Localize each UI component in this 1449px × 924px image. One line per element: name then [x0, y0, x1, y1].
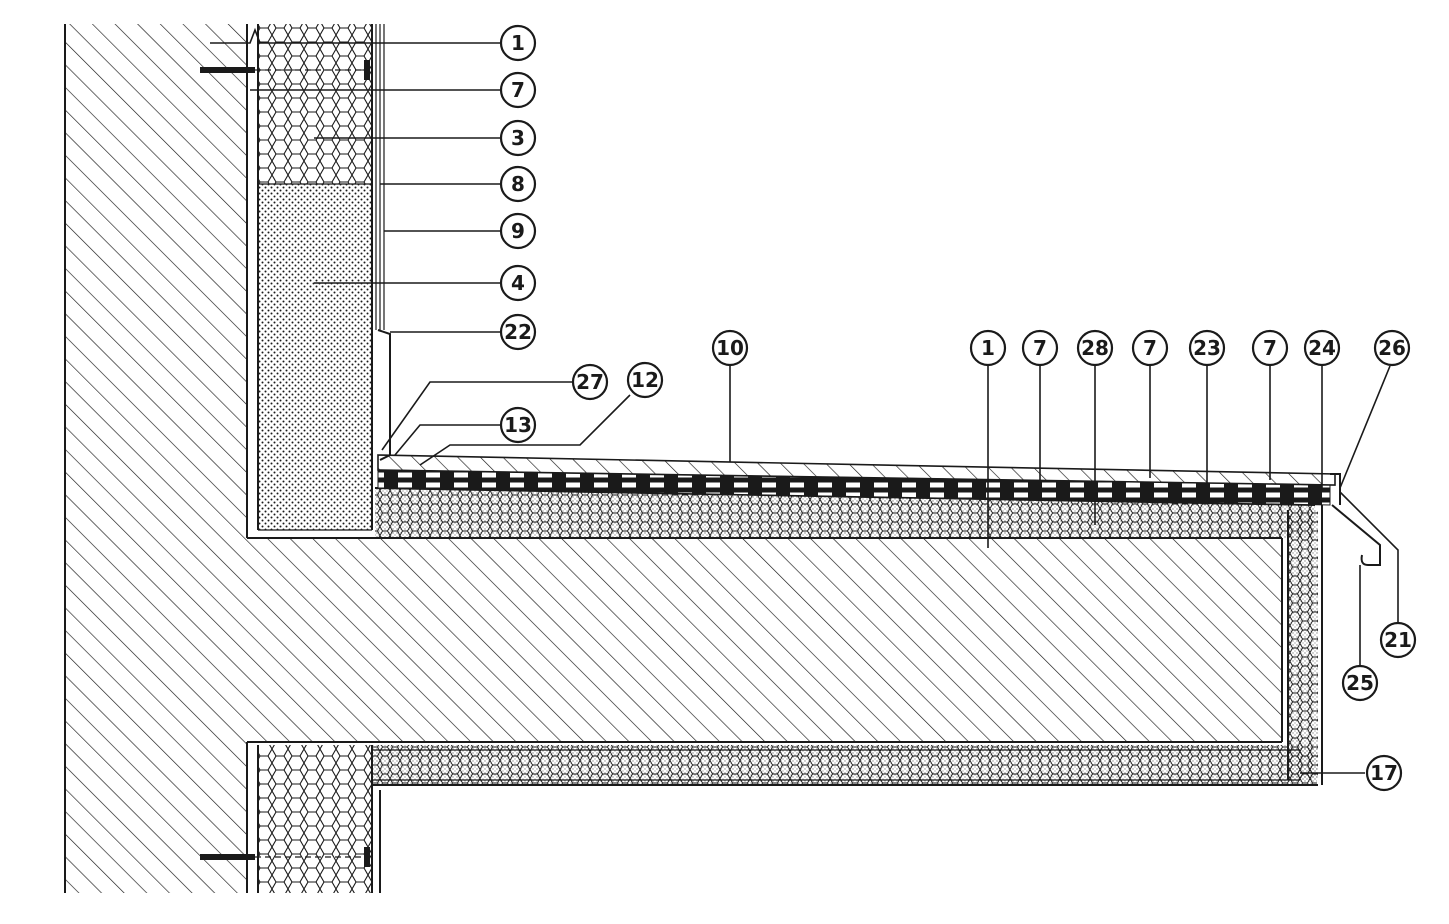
- callout-label: 1: [511, 31, 525, 55]
- callout-28: 28: [1076, 329, 1114, 367]
- callout-9: 9: [499, 212, 537, 250]
- callout-label: 22: [504, 320, 532, 344]
- callout-label: 13: [504, 413, 532, 437]
- callout-label: 3: [511, 126, 525, 150]
- callout-label: 10: [716, 336, 744, 360]
- callout-label: 28: [1081, 336, 1109, 360]
- callout-label: 7: [1033, 336, 1047, 360]
- callout-26: 26: [1373, 329, 1411, 367]
- callout-label: 26: [1378, 336, 1406, 360]
- callout-label: 7: [511, 78, 525, 102]
- callout-8: 8: [499, 165, 537, 203]
- roof-edge-detail: [1330, 473, 1381, 566]
- callout-label: 9: [511, 219, 525, 243]
- callout-label: 21: [1384, 628, 1412, 652]
- leader-lines: [210, 27, 1399, 774]
- callout-label: 4: [511, 271, 525, 295]
- callout-7-b: 7: [1131, 329, 1169, 367]
- callout-21: 21: [1379, 621, 1417, 659]
- callout-label: 24: [1308, 336, 1336, 360]
- callout-label: 1: [981, 336, 995, 360]
- callout-label: 12: [631, 368, 659, 392]
- wall-insulation-lower: [257, 745, 381, 893]
- callout-17: 17: [1365, 754, 1403, 792]
- anchor-dowel-top: [200, 60, 370, 80]
- callout-label: 7: [1143, 336, 1157, 360]
- fascia-insulation: [1287, 505, 1323, 785]
- callout-23: 23: [1188, 329, 1226, 367]
- callout-10: 10: [711, 329, 749, 367]
- callout-label: 7: [1263, 336, 1277, 360]
- callout-label: 25: [1346, 671, 1374, 695]
- callout-1-slab: 1: [969, 329, 1007, 367]
- soffit-insulation: [372, 745, 1318, 786]
- callout-22: 22: [499, 313, 537, 351]
- callout-label: 8: [511, 172, 525, 196]
- callout-label: 27: [576, 370, 604, 394]
- callout-24: 24: [1303, 329, 1341, 367]
- callout-12: 12: [626, 361, 664, 399]
- callout-25: 25: [1341, 664, 1379, 702]
- callout-label: 17: [1370, 761, 1398, 785]
- callout-7-top: 7: [499, 71, 537, 109]
- callout-3: 3: [499, 119, 537, 157]
- callout-13: 13: [499, 406, 537, 444]
- wall-insulation-upper: [257, 24, 391, 531]
- callout-4: 4: [499, 264, 537, 302]
- callout-label: 23: [1193, 336, 1221, 360]
- callout-7-a: 7: [1021, 329, 1059, 367]
- callout-7-c: 7: [1251, 329, 1289, 367]
- callout-1-top: 1: [499, 24, 537, 62]
- callout-27: 27: [571, 363, 609, 401]
